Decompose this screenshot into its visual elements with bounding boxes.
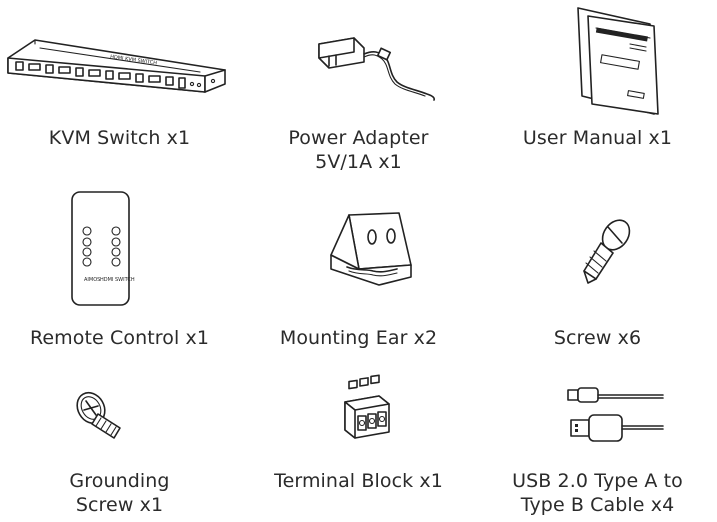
usb-cable-icon <box>567 387 664 442</box>
power-adapter-icon <box>318 37 436 101</box>
terminal-block-icon <box>344 374 390 439</box>
item-usb-cable: USB 2.0 Type A to Type B Cable x4 <box>478 370 717 522</box>
remote-control-icon: AIMOS HDMI SWITCH <box>71 191 135 306</box>
svg-text:AIMOS: AIMOS <box>84 277 100 283</box>
item-grounding-screw-caption: Grounding Screw x1 <box>69 470 170 516</box>
grounding-screw-icon <box>76 391 121 439</box>
item-power-adapter: Power Adapter 5V/1A x1 <box>239 0 478 175</box>
item-power-adapter-caption: Power Adapter 5V/1A x1 <box>288 127 429 173</box>
kvm-switch-icon: HDMI KVM SWITCH <box>7 39 226 93</box>
mounting-ear-icon <box>330 212 412 286</box>
item-user-manual: User Manual x1 <box>478 0 717 160</box>
item-usb-cable-caption: USB 2.0 Type A to Type B Cable x4 <box>512 470 683 516</box>
item-grounding-screw: Grounding Screw x1 <box>0 370 239 522</box>
screw-icon <box>583 219 631 284</box>
item-terminal-block-caption: Terminal Block x1 <box>274 470 443 492</box>
user-manual-icon <box>577 7 659 115</box>
item-screw: Screw x6 <box>478 185 717 355</box>
item-remote-control: AIMOS HDMI SWITCH Remote Control x1 <box>0 185 239 355</box>
item-terminal-block: Terminal Block x1 <box>239 370 478 522</box>
item-user-manual-caption: User Manual x1 <box>522 127 673 149</box>
svg-text:HDMI SWITCH: HDMI SWITCH <box>100 277 135 283</box>
item-kvm-switch: HDMI KVM SWITCH KVM Switch x1 <box>0 0 239 160</box>
item-screw-caption: Screw x6 <box>553 327 642 349</box>
item-mounting-ear: Mounting Ear x2 <box>239 185 478 355</box>
item-kvm-switch-caption: KVM Switch x1 <box>48 127 191 149</box>
item-mounting-ear-caption: Mounting Ear x2 <box>279 327 438 349</box>
item-remote-control-caption: Remote Control x1 <box>29 327 210 349</box>
